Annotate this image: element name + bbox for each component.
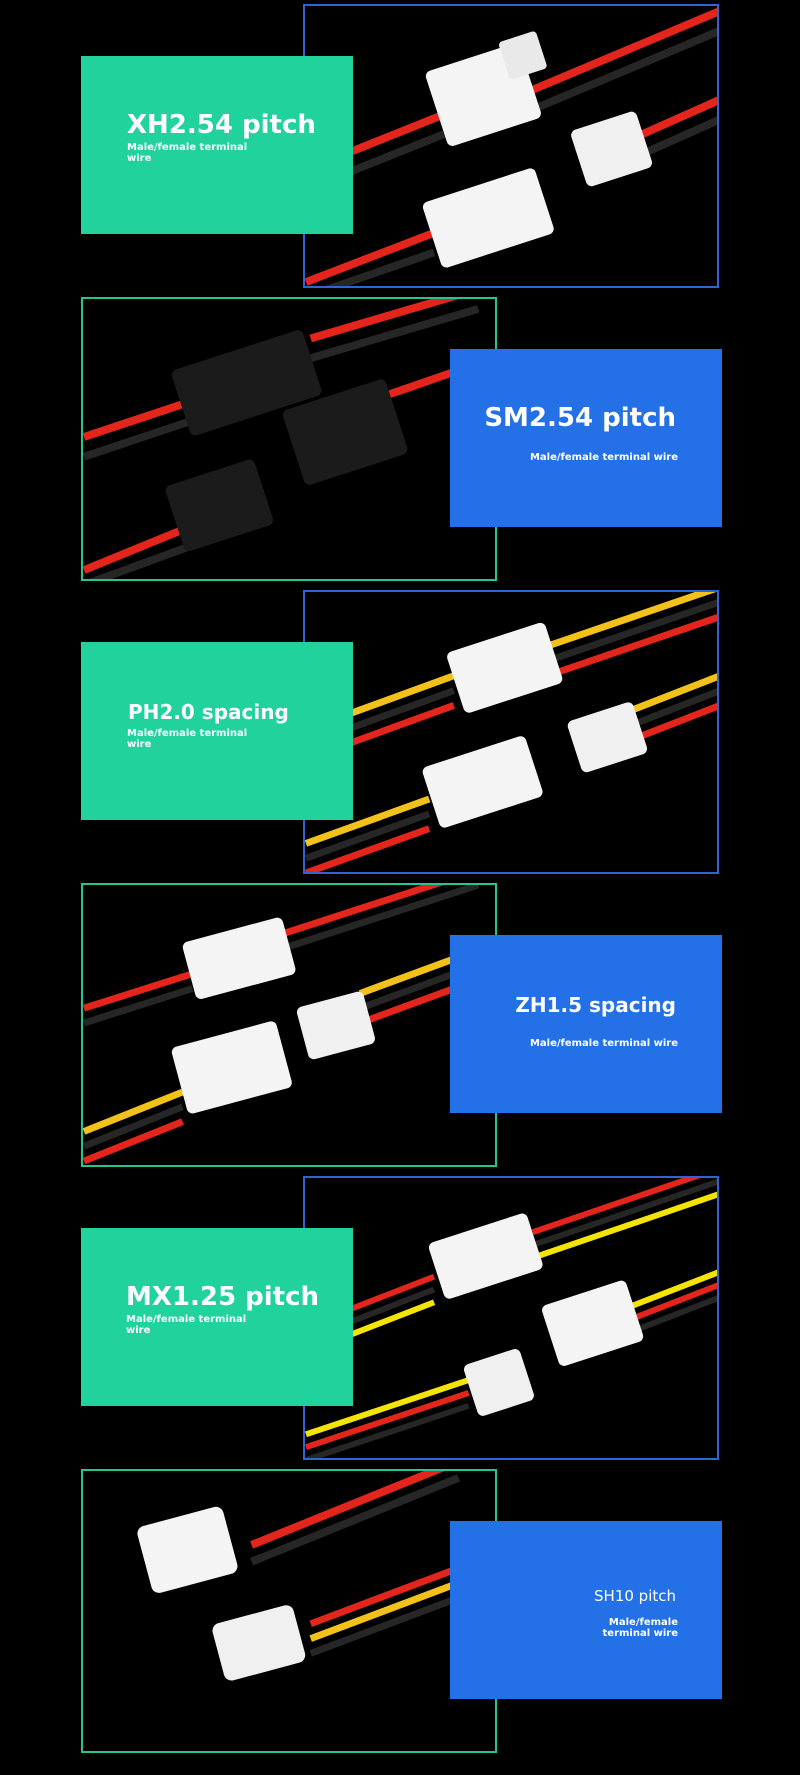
section-zh15: ZH1.5 spacing Male/female terminal wire [0,879,800,1171]
product-photo-zh15 [81,883,497,1167]
subtitle-sh10: Male/female terminal wire [602,1617,679,1639]
subtitle-xh254: Male/female terminal wire [127,142,248,164]
section-sh10: SH10 pitch Male/female terminal wire [0,1465,800,1757]
product-photo-xh254 [303,4,719,288]
mx125-wires-illustration [305,1178,717,1458]
label-card-ph20: PH2.0 spacing Male/female terminal wire [81,642,353,820]
title-zh15: ZH1.5 spacing [515,993,676,1017]
title-xh254: XH2.54 pitch [127,110,316,140]
subtitle-sm254: Male/female terminal wire [529,452,678,463]
section-sm254: SM2.54 pitch Male/female terminal wire [0,293,800,585]
label-card-sm254: SM2.54 pitch Male/female terminal wire [450,349,722,527]
product-photo-mx125 [303,1176,719,1460]
xh254-wires-illustration [305,7,717,286]
product-photo-sh10 [81,1469,497,1753]
title-mx125: MX1.25 pitch [126,1282,319,1312]
subtitle-ph20: Male/female terminal wire [127,728,248,750]
product-photo-sm254 [81,297,497,581]
label-card-xh254: XH2.54 pitch Male/female terminal wire [81,56,353,234]
zh15-wires-illustration [83,885,495,1165]
section-ph20: PH2.0 spacing Male/female terminal wire [0,586,800,878]
label-card-mx125: MX1.25 pitch Male/female terminal wire [81,1228,353,1406]
title-ph20: PH2.0 spacing [128,700,289,724]
sh10-wires-illustration [137,1471,495,1681]
product-photo-ph20 [303,590,719,874]
subtitle-mx125: Male/female terminal wire [126,1314,247,1336]
title-sm254: SM2.54 pitch [484,403,676,433]
sm254-wires-illustration [83,299,495,579]
title-sh10: SH10 pitch [594,1587,676,1605]
section-xh254: XH2.54 pitch Male/female terminal wire [0,0,800,292]
subtitle-zh15: Male/female terminal wire [529,1038,678,1049]
ph20-wires-illustration [305,592,717,872]
section-mx125: MX1.25 pitch Male/female terminal wire [0,1172,800,1464]
label-card-zh15: ZH1.5 spacing Male/female terminal wire [450,935,722,1113]
label-card-sh10: SH10 pitch Male/female terminal wire [450,1521,722,1699]
